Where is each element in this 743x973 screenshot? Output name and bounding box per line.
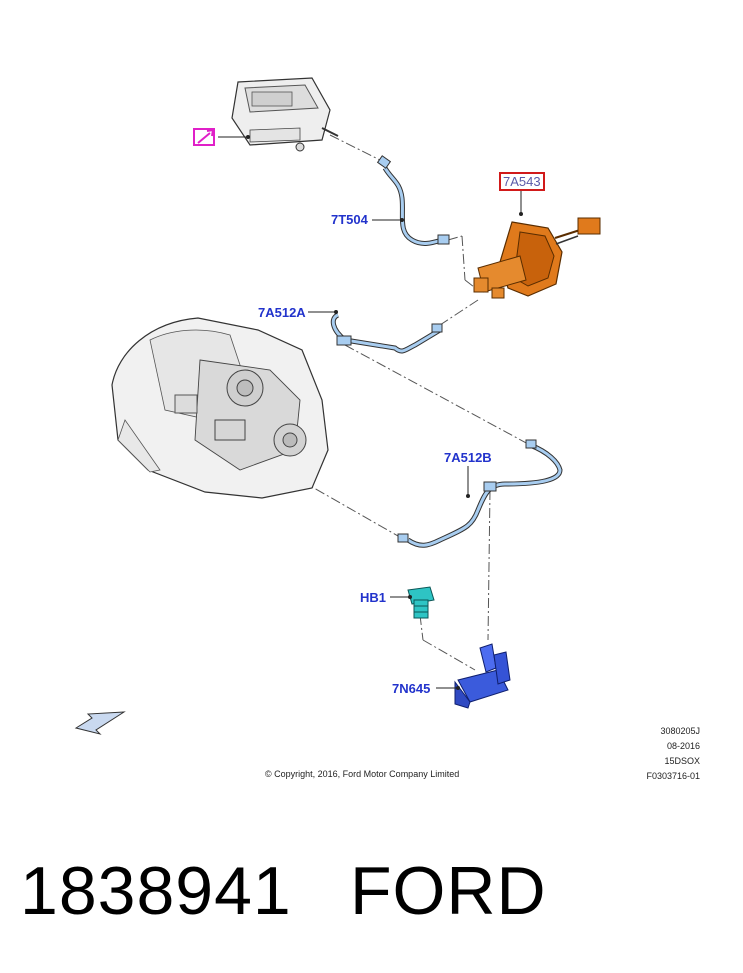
drawing-meta: 3080205J 08-2016 15DSOX F0303716-01 — [646, 724, 700, 784]
part-number: 1838941 — [20, 853, 292, 929]
callout-7a512b[interactable]: 7A512B — [444, 450, 492, 465]
meta-line-3: 15DSOX — [664, 756, 700, 766]
centerlines — [299, 134, 531, 671]
tube-7a512a — [330, 312, 443, 354]
callout-hb1[interactable]: HB1 — [360, 590, 387, 605]
brand-name: FORD — [350, 853, 547, 929]
meta-line-4: F0303716-01 — [646, 771, 700, 781]
fluid-reservoir — [231, 77, 339, 152]
bolt-hb1 — [407, 586, 435, 619]
direction-arrow-icon — [74, 711, 126, 735]
transmission-gearbox — [111, 317, 329, 499]
callout-7a512a[interactable]: 7A512A — [258, 305, 306, 320]
meta-line-1: 3080205J — [660, 726, 700, 736]
slave-cylinder-7a543 — [473, 217, 601, 299]
bracket-7n645 — [454, 643, 511, 709]
callout-7t504[interactable]: 7T504 — [331, 212, 368, 227]
meta-line-2: 08-2016 — [666, 741, 700, 751]
special-tool-icon-box — [193, 128, 215, 146]
copyright-notice: © Copyright, 2016, Ford Motor Company Li… — [265, 769, 460, 779]
callout-7n645[interactable]: 7N645 — [392, 681, 431, 696]
tube-7a512b — [397, 439, 563, 548]
callout-7a543[interactable]: 7A543 — [499, 172, 545, 191]
hose-7t504 — [376, 155, 450, 246]
